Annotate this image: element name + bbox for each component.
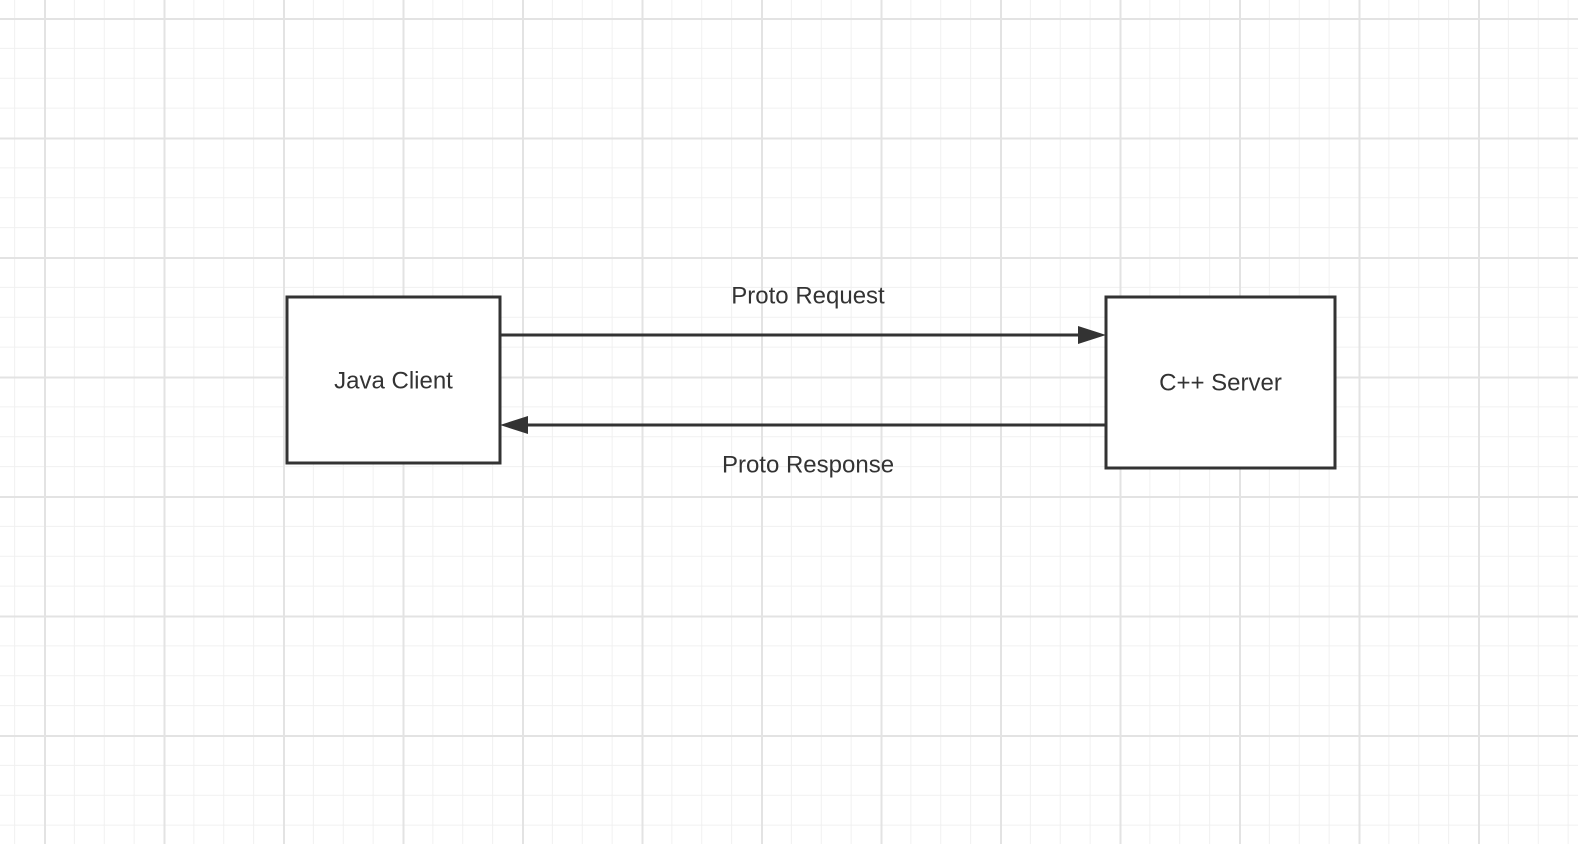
cpp-server-node[interactable]: C++ Server xyxy=(1104,295,1337,470)
response-arrowhead-icon xyxy=(500,416,528,434)
cpp-server-box xyxy=(1104,295,1337,470)
response-edge-label: Proto Response xyxy=(722,451,894,478)
request-edge-label: Proto Request xyxy=(731,282,885,309)
request-arrowhead-icon xyxy=(1078,326,1106,344)
java-client-node[interactable]: Java Client xyxy=(285,295,502,465)
java-client-box xyxy=(285,295,502,465)
response-edge[interactable]: Proto Response xyxy=(500,416,1106,478)
cpp-server-label: C++ Server xyxy=(1159,369,1282,396)
java-client-label: Java Client xyxy=(334,367,453,394)
request-edge[interactable]: Proto Request xyxy=(500,282,1106,344)
